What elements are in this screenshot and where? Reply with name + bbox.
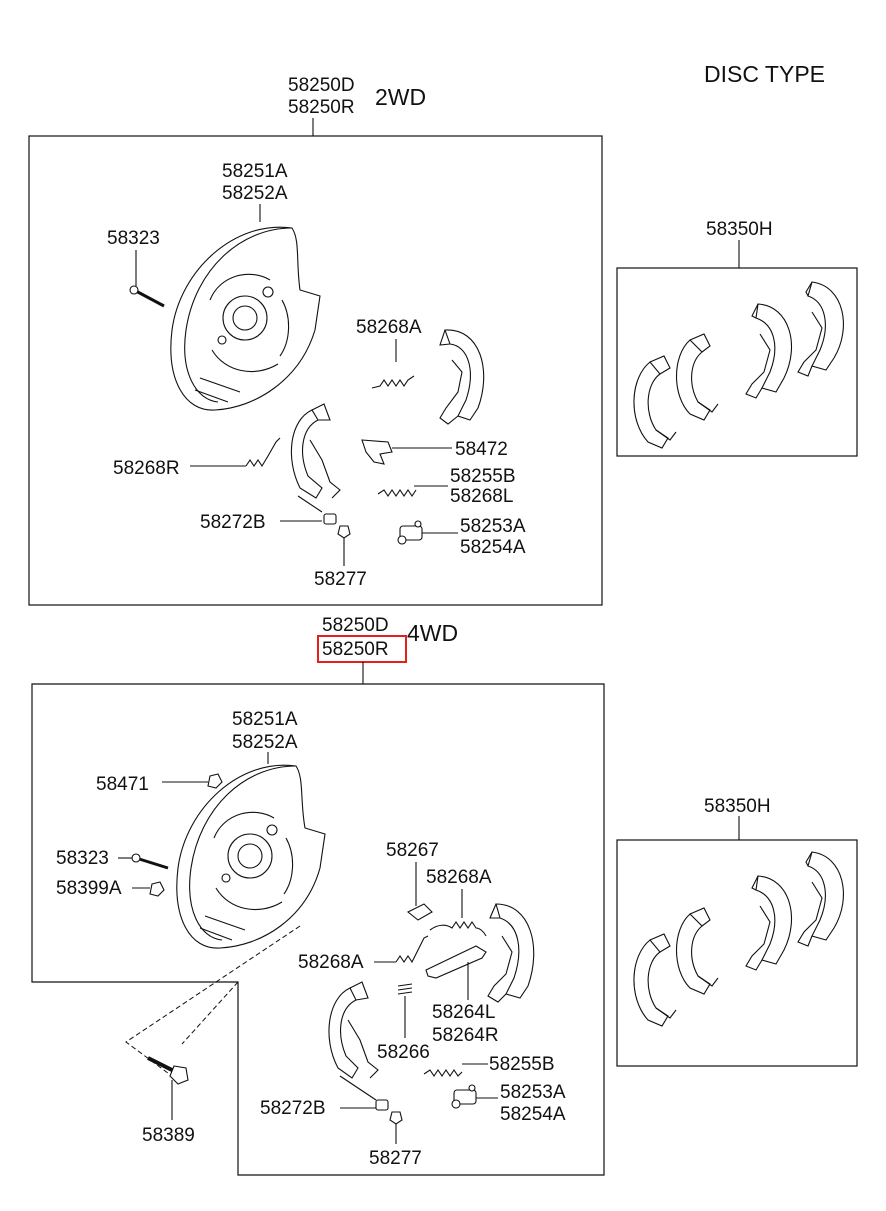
top-shoe-right xyxy=(439,329,485,425)
bottom-cylinder-part xyxy=(451,1084,477,1109)
bottom-plate-part xyxy=(406,903,433,921)
bottom-label-shoe-kit[interactable]: 58350H xyxy=(704,796,771,817)
bottom-label-plate[interactable]: 58267 xyxy=(386,840,439,861)
top-spring-a-part xyxy=(371,375,415,389)
bottom-long-bolt-part xyxy=(147,1056,189,1085)
top-nut-part xyxy=(337,525,351,539)
top-label-bolt[interactable]: 58323 xyxy=(107,228,160,249)
top-code-d[interactable]: 58250D xyxy=(288,75,355,96)
top-label-adjuster[interactable]: 58272B xyxy=(200,512,266,533)
bottom-drive-label: 4WD xyxy=(407,620,458,646)
highlight-box xyxy=(317,635,407,663)
bottom-spring-a-lower-part xyxy=(395,935,429,964)
bottom-label-backing-2[interactable]: 58252A xyxy=(232,732,298,753)
bottom-shoe-kit: 58350H xyxy=(616,796,858,1067)
bottom-label-cylinder-2[interactable]: 58254A xyxy=(500,1104,566,1125)
top-shoe-kit: 58350H xyxy=(616,219,858,457)
bottom-assembly: 58250D 58250R 4WD 58251A 58252A 58471 58… xyxy=(31,615,605,1176)
top-label-backing-2[interactable]: 58252A xyxy=(222,183,288,204)
top-label-spring-b-2[interactable]: 58268L xyxy=(450,486,513,507)
disc-type-title: DISC TYPE xyxy=(704,61,825,87)
bottom-spring-small-part xyxy=(397,983,413,995)
top-clip-part xyxy=(361,439,393,465)
bottom-lever-part xyxy=(425,945,487,979)
top-label-spring-r[interactable]: 58268R xyxy=(113,458,180,479)
bottom-backing-plate xyxy=(176,764,326,949)
bottom-label-lever-1[interactable]: 58264L xyxy=(432,1002,495,1023)
bottom-label-nut[interactable]: 58277 xyxy=(369,1148,422,1169)
top-spring-r-part xyxy=(245,437,281,468)
bottom-label-lever-2[interactable]: 58264R xyxy=(432,1025,499,1046)
bottom-label-spring-b[interactable]: 58255B xyxy=(489,1054,555,1075)
bottom-code-r[interactable]: 58250R xyxy=(322,639,389,660)
top-label-clip[interactable]: 58472 xyxy=(455,439,508,460)
bottom-label-nut-top[interactable]: 58471 xyxy=(96,774,149,795)
bottom-guide-lines xyxy=(125,925,301,1083)
top-assembly: 58250D 58250R 2WD 58251A 58252A 58323 58… xyxy=(28,75,603,606)
bottom-bolt-part xyxy=(131,853,169,870)
top-shoe-left xyxy=(290,403,341,499)
bottom-spring-a-upper-part xyxy=(429,921,487,937)
top-bolt-part xyxy=(129,285,165,308)
top-label-shoe-kit[interactable]: 58350H xyxy=(706,219,773,240)
top-backing-plate xyxy=(170,226,321,411)
top-code-r[interactable]: 58250R xyxy=(288,97,355,118)
bottom-label-spring-a-lower[interactable]: 58268A xyxy=(298,952,364,973)
bottom-label-adjuster[interactable]: 58272B xyxy=(260,1098,326,1119)
bottom-label-spring-a-upper[interactable]: 58268A xyxy=(426,867,492,888)
bottom-label-washer[interactable]: 58399A xyxy=(56,878,122,899)
top-spring-b-part xyxy=(377,489,417,497)
top-adjuster-part xyxy=(297,495,337,525)
bottom-spring-b-part xyxy=(423,1069,463,1077)
bottom-label-bolt[interactable]: 58323 xyxy=(56,848,109,869)
bottom-label-cylinder-1[interactable]: 58253A xyxy=(500,1082,566,1103)
top-label-cylinder-1[interactable]: 58253A xyxy=(460,516,526,537)
bottom-code-d[interactable]: 58250D xyxy=(322,615,389,636)
top-label-spring-a[interactable]: 58268A xyxy=(356,317,422,338)
bottom-washer-part xyxy=(149,881,165,897)
bottom-shoe-left xyxy=(328,981,379,1079)
top-shoe-kit-frame xyxy=(616,267,858,457)
bottom-nut-part xyxy=(389,1111,403,1125)
top-label-nut[interactable]: 58277 xyxy=(314,569,367,590)
bottom-nut-top-part xyxy=(207,773,223,789)
bottom-shoe-right xyxy=(487,903,535,1003)
top-label-spring-b-1[interactable]: 58255B xyxy=(450,466,516,487)
top-cylinder-part xyxy=(397,520,423,545)
top-assembly-frame xyxy=(28,135,603,606)
bottom-label-spring-small[interactable]: 58266 xyxy=(377,1042,430,1063)
top-label-backing-1[interactable]: 58251A xyxy=(222,161,288,182)
bottom-adjuster-part xyxy=(339,1075,389,1111)
top-drive-label: 2WD xyxy=(375,84,426,110)
bottom-assembly-frame xyxy=(31,683,605,1176)
bottom-shoe-kit-frame xyxy=(616,839,858,1067)
top-kit-shoes xyxy=(633,281,844,449)
bottom-label-backing-1[interactable]: 58251A xyxy=(232,709,298,730)
bottom-kit-shoes xyxy=(633,851,844,1027)
bottom-label-long-bolt[interactable]: 58389 xyxy=(142,1125,195,1146)
top-label-cylinder-2[interactable]: 58254A xyxy=(460,537,526,558)
